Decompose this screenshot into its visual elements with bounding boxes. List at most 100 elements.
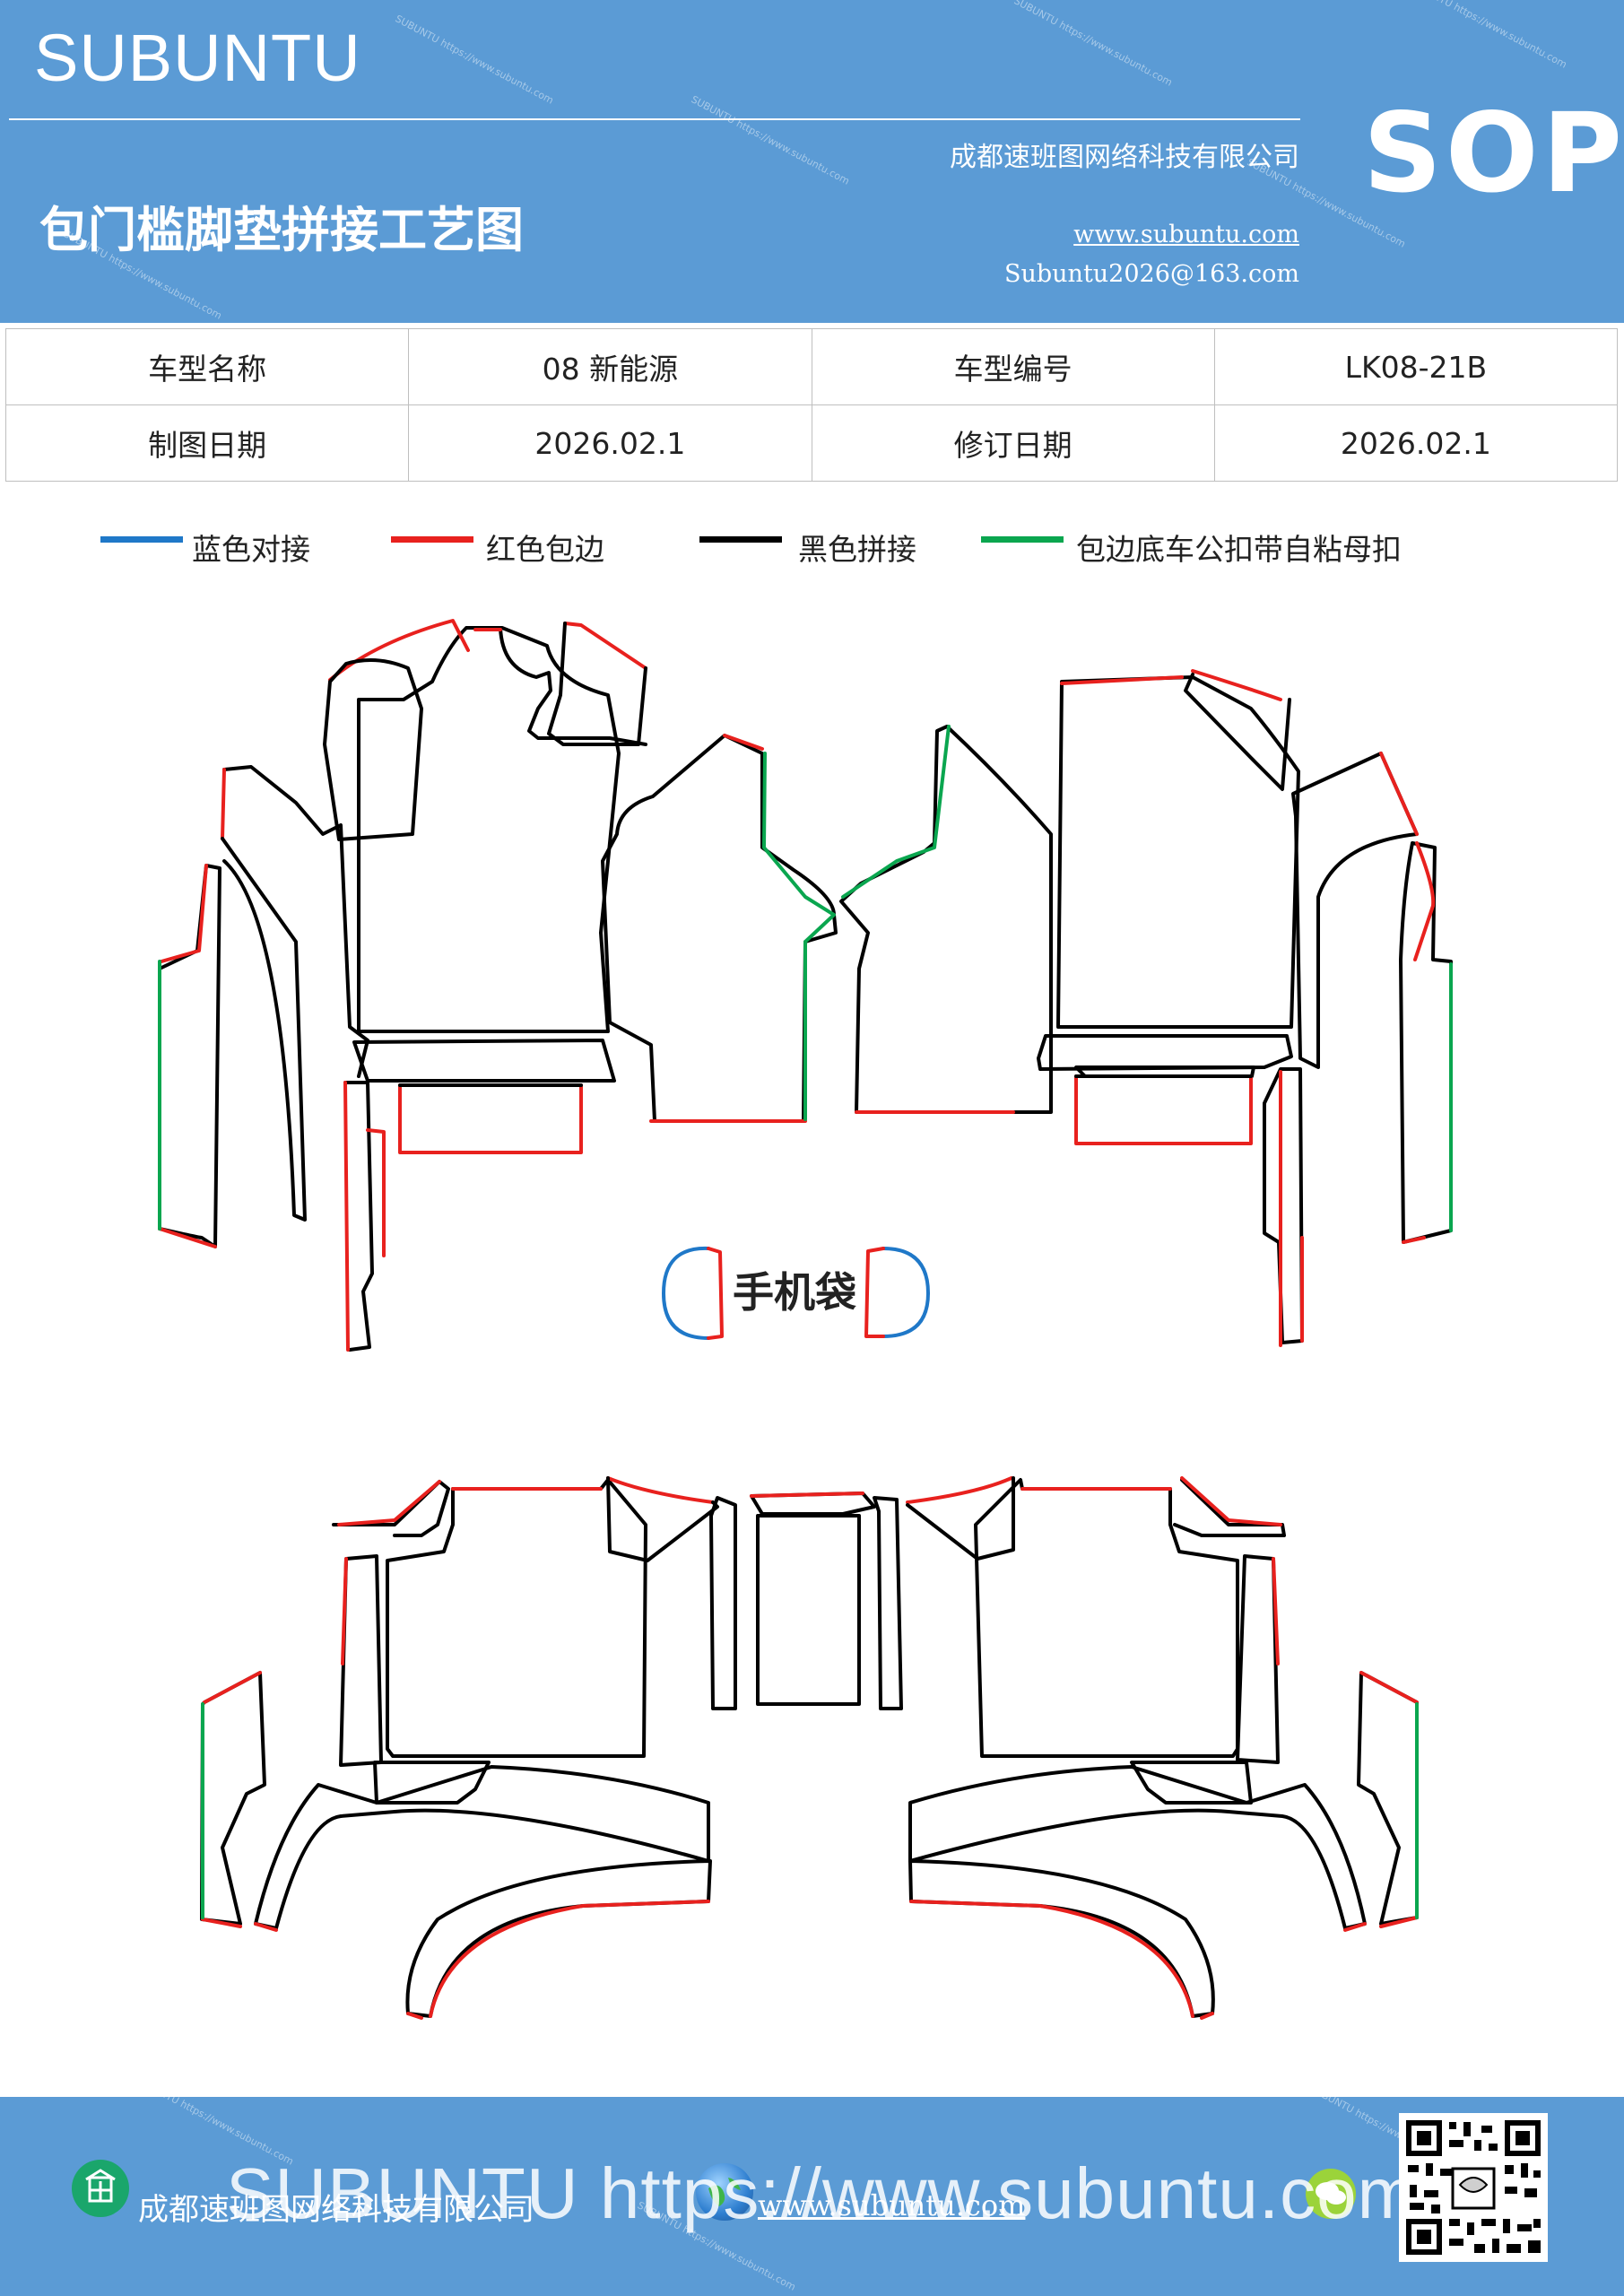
legend-swatch: [699, 536, 782, 543]
header-banner: SUBUNTU https://www.subuntu.com SUBUNTU …: [0, 0, 1624, 323]
phone-bag-right-edge: [864, 1247, 885, 1338]
mat-piece: [473, 626, 647, 746]
mat-piece: [1236, 1554, 1280, 1764]
building-icon-glyph: [85, 2169, 116, 2203]
mat-piece: [908, 1859, 1215, 2018]
header-divider: [9, 118, 1300, 120]
mat-piece: [200, 1671, 266, 1926]
mat-piece: [1056, 675, 1300, 1029]
email-address: Subuntu2026@163.com: [1004, 260, 1299, 288]
table-cell-label: 车型名称: [4, 328, 410, 405]
website-link[interactable]: www.subuntu.com: [1073, 221, 1299, 248]
mat-piece: [341, 1557, 348, 1665]
mat-piece: [373, 1761, 491, 1805]
mat-piece: [1272, 1557, 1280, 1665]
globe-icon-glyph: [708, 2178, 741, 2206]
mat-piece: [762, 752, 836, 1121]
mat-piece: [601, 734, 838, 1123]
wechat-icon: [1306, 2169, 1356, 2219]
mat-piece: [405, 1859, 712, 2018]
footer-company-name: 成都速班图网络科技有限公司: [138, 2192, 534, 2228]
building-icon: [72, 2160, 129, 2217]
footer-watermark: SUBUNTU https://www.subuntu.com: [226, 2153, 1419, 2233]
mat-piece: [1399, 841, 1453, 1244]
phone-bag-left-edge: [707, 1247, 724, 1340]
company-name: 成都速班图网络科技有限公司: [950, 142, 1299, 173]
mat-piece: [839, 725, 1053, 1114]
mat-piece: [1037, 1034, 1293, 1071]
legend-swatch: [391, 536, 473, 543]
footer-website-link[interactable]: www.subuntu.com: [758, 2188, 1026, 2222]
phone-bag-label: 手机袋: [733, 1268, 856, 1317]
mat-piece: [323, 658, 423, 841]
mat-piece: [1173, 1478, 1286, 1537]
mat-piece: [357, 626, 621, 1033]
table-cell-value: LK08-21B: [1213, 328, 1619, 405]
mat-piece: [352, 1039, 616, 1083]
mat-piece: [201, 1671, 262, 1928]
legend-label: 黑色拼接: [798, 532, 916, 567]
mat-piece: [1184, 673, 1291, 791]
mat-piece: [841, 725, 951, 899]
mat-piece: [1357, 1671, 1419, 1926]
vehicle-info-table: 车型名称 08 新能源 车型编号 LK08-21B 制图日期 2026.02.1…: [4, 328, 1619, 482]
mat-piece: [332, 1480, 450, 1537]
mat-piece: [1263, 1067, 1304, 1344]
mat-piece: [406, 1900, 710, 2020]
phone-bag-left-piece: [662, 1246, 710, 1340]
mat-piece: [1130, 1761, 1253, 1805]
qr-code: [1399, 2113, 1548, 2262]
legend-label: 红色包边: [486, 532, 604, 567]
front-left-mat-group: [158, 619, 838, 1352]
mat-piece: [451, 1476, 715, 1504]
mat-piece: [1291, 752, 1419, 1069]
mat-piece: [606, 1476, 719, 1562]
table-cell-label: 修订日期: [811, 404, 1215, 482]
mat-piece: [1279, 1070, 1304, 1347]
mat-piece: [158, 864, 221, 1248]
legend-swatch: [100, 536, 183, 543]
mat-piece: [750, 1492, 864, 1498]
footer-banner: SUBUNTU https://www.subuntu.com SUBUNTU …: [0, 2097, 1624, 2296]
globe-icon: [696, 2163, 753, 2221]
mat-piece: [1074, 1074, 1253, 1145]
front-right-mat-group: [839, 669, 1453, 1347]
mat-piece: [1060, 669, 1282, 701]
legend-label: 包边底车公扣带自粘母扣: [1076, 532, 1402, 567]
table-cell-value: 2026.02.1: [408, 404, 812, 482]
table-cell-label: 车型编号: [811, 328, 1215, 405]
table-cell-value: 08 新能源: [408, 328, 812, 405]
page-title: 包门槛脚垫拼接工艺图: [39, 202, 524, 258]
phone-bag-right-piece: [881, 1247, 930, 1338]
mat-piece: [709, 1496, 737, 1710]
mat-piece: [909, 1900, 1214, 2020]
rear-mat-group: [200, 1476, 1419, 2020]
table-row: 车型名称 08 新能源 车型编号 LK08-21B: [4, 328, 1619, 405]
mat-piece: [386, 1478, 647, 1758]
mat-piece: [221, 837, 307, 1222]
mat-piece: [649, 734, 807, 1123]
mat-piece: [398, 1083, 583, 1154]
wechat-icon-glyph: [1316, 2182, 1346, 2205]
mat-piece: [873, 1496, 903, 1710]
color-legend: 蓝色对接 红色包边 黑色拼接 包边底车公扣带自粘母扣: [0, 520, 1624, 574]
legend-label: 蓝色对接: [192, 532, 310, 567]
phone-bag-group: 手机袋: [662, 1246, 930, 1340]
mat-piece: [1180, 1476, 1282, 1526]
table-cell-value: 2026.02.1: [1213, 404, 1619, 482]
mat-piece: [158, 864, 217, 1248]
mat-piece: [547, 622, 647, 746]
mat-piece: [337, 1480, 441, 1526]
legend-swatch: [981, 536, 1064, 543]
mat-piece: [1402, 841, 1436, 1244]
mat-piece: [473, 622, 647, 670]
mat-piece: [906, 1476, 1015, 1561]
mat-piece: [1379, 752, 1419, 836]
table-cell-label: 制图日期: [4, 404, 410, 482]
mat-piece: [906, 1476, 1172, 1504]
mat-piece: [343, 1081, 374, 1352]
mat-piece: [343, 1081, 386, 1352]
mat-piece: [254, 1922, 278, 1932]
brand-logo-text: SUBUNTU: [34, 21, 361, 95]
